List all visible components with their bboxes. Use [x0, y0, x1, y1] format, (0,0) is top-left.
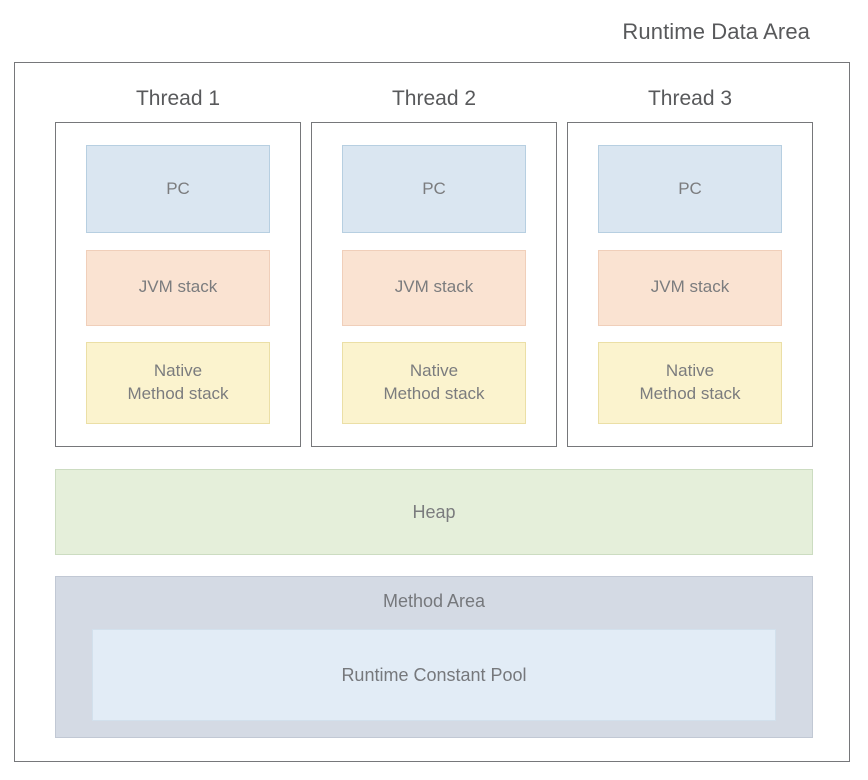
diagram-title: Runtime Data Area	[622, 19, 810, 44]
thread-column-1: Thread 1 PC JVM stack Native Method stac…	[55, 87, 301, 447]
jvm-stack-box-1: JVM stack	[86, 249, 270, 326]
thread-label-2: Thread 2	[391, 87, 477, 110]
method-area-label: Method Area	[382, 591, 486, 611]
heap-box: Heap	[55, 469, 813, 555]
runtime-constant-pool-box: Runtime Constant Pool	[92, 629, 776, 721]
thread-box-1: PC JVM stack Native Method stack	[55, 122, 301, 447]
runtime-data-area-frame: Thread 1 PC JVM stack Native Method stac…	[14, 62, 850, 762]
native-method-stack-line2-1: Method stack	[127, 384, 229, 403]
pc-register-box-1: PC	[86, 145, 270, 233]
native-method-stack-label-3: Native Method stack	[639, 360, 740, 406]
thread-label-3: Thread 3	[647, 87, 733, 110]
jvm-stack-box-2: JVM stack	[342, 249, 526, 326]
native-method-stack-line1-2: Native	[409, 361, 459, 381]
thread-inner-1: PC JVM stack Native Method stack	[86, 145, 270, 424]
jvm-stack-box-3: JVM stack	[598, 249, 782, 326]
method-area-box: Method Area Runtime Constant Pool	[55, 576, 813, 738]
thread-column-3: Thread 3 PC JVM stack Native Method stac…	[567, 87, 813, 447]
pc-register-box-3: PC	[598, 145, 782, 233]
native-method-stack-box-2: Native Method stack	[342, 342, 526, 424]
thread-label-1: Thread 1	[135, 87, 221, 110]
native-method-stack-line1-1: Native	[153, 361, 203, 381]
native-method-stack-label-1: Native Method stack	[127, 360, 228, 406]
native-method-stack-line2-2: Method stack	[383, 384, 485, 403]
thread-inner-2: PC JVM stack Native Method stack	[342, 145, 526, 424]
thread-box-3: PC JVM stack Native Method stack	[567, 122, 813, 447]
native-method-stack-box-1: Native Method stack	[86, 342, 270, 424]
threads-row: Thread 1 PC JVM stack Native Method stac…	[55, 87, 813, 447]
native-method-stack-line1-3: Native	[665, 361, 715, 381]
native-method-stack-line2-3: Method stack	[639, 384, 741, 403]
native-method-stack-label-2: Native Method stack	[383, 360, 484, 406]
thread-inner-3: PC JVM stack Native Method stack	[598, 145, 782, 424]
pc-register-box-2: PC	[342, 145, 526, 233]
native-method-stack-box-3: Native Method stack	[598, 342, 782, 424]
thread-box-2: PC JVM stack Native Method stack	[311, 122, 557, 447]
thread-column-2: Thread 2 PC JVM stack Native Method stac…	[311, 87, 557, 447]
